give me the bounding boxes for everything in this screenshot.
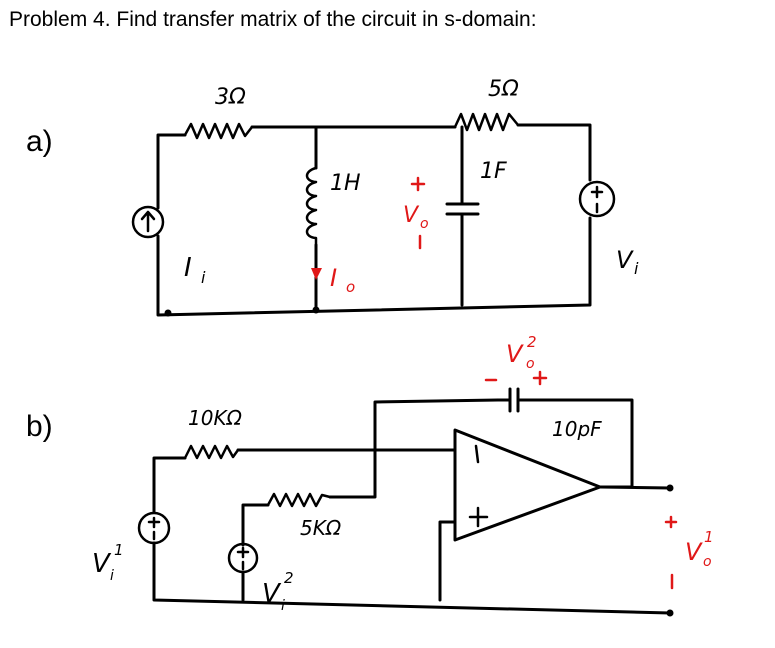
- label-vi1-sup: 1: [114, 541, 124, 559]
- wire-b-source1-top: [152, 456, 187, 514]
- label-resistor-3ohm: 3Ω: [215, 85, 246, 110]
- label-vi1-sub: i: [110, 568, 114, 584]
- wire-b-r5k-right: [328, 448, 377, 499]
- wire-b-ground: [152, 541, 672, 615]
- label-capacitor-10pf: 10pF: [552, 417, 602, 441]
- resistor-5k: [266, 492, 332, 508]
- op-amp-minus-sign: [474, 444, 480, 464]
- voltage-source-vi1: [137, 511, 171, 545]
- resistor-5ohm: [453, 112, 520, 132]
- wire-b-feedback-left: [373, 398, 500, 452]
- circuit-b: 10KΩ 5KΩ 10pF V 1 i V 2 i V 2 o V 1 o: [92, 333, 714, 617]
- label-resistor-5k: 5KΩ: [300, 516, 342, 540]
- output-terminal-bottom: [666, 609, 674, 617]
- wire-b-feedback-right: [530, 398, 634, 489]
- label-vo-sub: o: [420, 216, 429, 232]
- label-vo1-sub: o: [703, 554, 712, 570]
- problem-title: Problem 4. Find transfer matrix of the c…: [9, 8, 537, 31]
- label-vi-sub: i: [634, 259, 639, 278]
- node-a-bottom-left: [164, 309, 172, 317]
- wire-b-r5k-left: [241, 503, 270, 547]
- label-current-io: I: [330, 264, 337, 292]
- voltage-source-vi2-polarity-icon: [236, 546, 250, 571]
- vo2-plus-sign: [532, 370, 548, 386]
- label-vi2-sup: 2: [284, 569, 294, 587]
- voltage-source-vi2: [227, 542, 259, 574]
- current-source-arrow-icon: [140, 210, 156, 233]
- node-a-bottom-mid: [312, 306, 320, 314]
- resistor-10k: [183, 444, 240, 460]
- label-resistor-10k: 10KΩ: [188, 406, 243, 430]
- vo-plus-sign: [410, 176, 426, 192]
- label-vo1-sup: 1: [704, 528, 714, 546]
- op-amp: [453, 428, 602, 542]
- vo1-plus-sign: [664, 515, 678, 529]
- label-vo1: V: [685, 538, 703, 566]
- label-vo2-sub: o: [526, 356, 535, 372]
- label-vi2-sub: i: [281, 598, 285, 614]
- label-resistor-5ohm: 5Ω: [488, 77, 519, 102]
- label-vo2-sup: 2: [527, 333, 537, 351]
- part-b-label: b): [26, 410, 53, 443]
- voltage-source-vi1-polarity-icon: [147, 516, 161, 541]
- op-amp-plus-sign: [468, 506, 489, 528]
- label-capacitor-1f: 1F: [480, 159, 507, 184]
- wire-a-right-top: [516, 123, 592, 182]
- resistor-3ohm: [183, 122, 254, 140]
- label-vi: V: [616, 246, 634, 274]
- label-vi1: V: [92, 549, 112, 579]
- circuit-a: 3Ω 5Ω 1H 1F I i I o V o V i: [131, 77, 639, 317]
- label-current-ii-sub: i: [201, 268, 206, 287]
- inductor-1h: [305, 166, 318, 247]
- io-current-arrow-icon: [311, 268, 322, 280]
- wire-a-left-top: [156, 133, 187, 210]
- wire-a-bottom: [156, 216, 592, 317]
- label-vi2: V: [262, 579, 282, 609]
- label-vo2: V: [506, 340, 524, 368]
- output-terminal-top: [666, 484, 674, 492]
- current-source-ii: [131, 205, 165, 239]
- wire-b-noninverting-input: [438, 520, 457, 602]
- label-current-ii: I: [184, 253, 192, 283]
- label-inductor-1h: 1H: [330, 171, 361, 196]
- label-current-io-sub: o: [346, 278, 355, 296]
- part-a-label: a): [26, 125, 53, 158]
- voltage-source-vi: [578, 180, 616, 218]
- wire-b-output: [598, 485, 672, 490]
- voltage-source-polarity-icon: [590, 185, 604, 214]
- label-vo: V: [403, 203, 420, 228]
